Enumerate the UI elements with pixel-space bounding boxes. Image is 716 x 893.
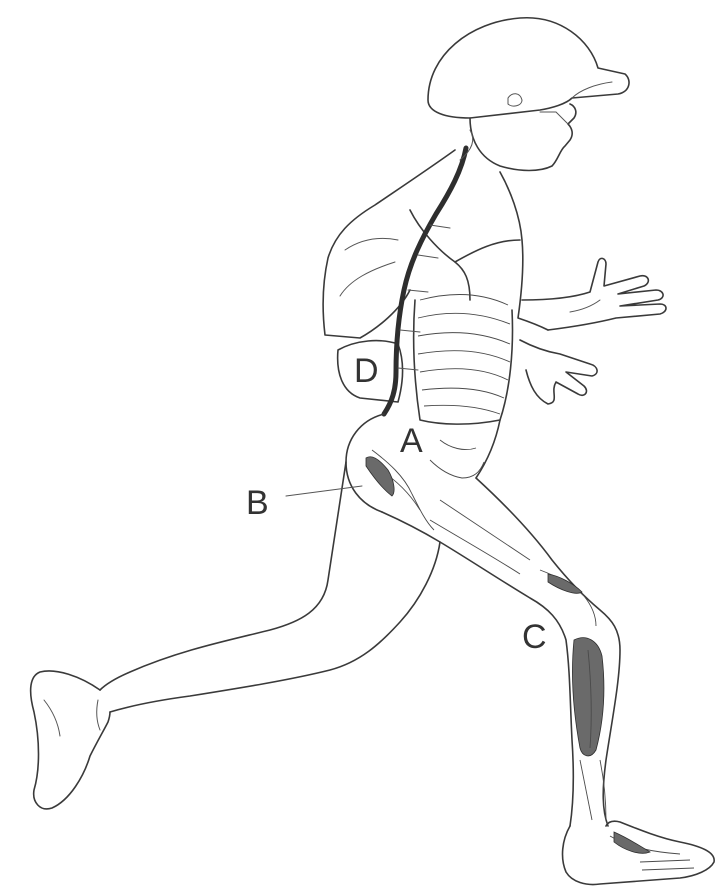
label-b-leader-line <box>286 486 362 496</box>
back-leg <box>100 462 440 712</box>
batting-helmet <box>428 18 629 118</box>
head <box>470 104 576 171</box>
back-foot <box>31 671 110 809</box>
label-b: B <box>246 484 269 522</box>
label-c: C <box>522 618 547 656</box>
right-arm-hand <box>520 258 666 404</box>
pelvis-hip <box>346 414 500 530</box>
front-leg <box>382 478 620 826</box>
spine <box>384 130 473 414</box>
rib-cage <box>414 295 513 425</box>
label-d: D <box>354 352 379 390</box>
label-a: A <box>400 422 423 460</box>
front-foot <box>563 821 715 884</box>
